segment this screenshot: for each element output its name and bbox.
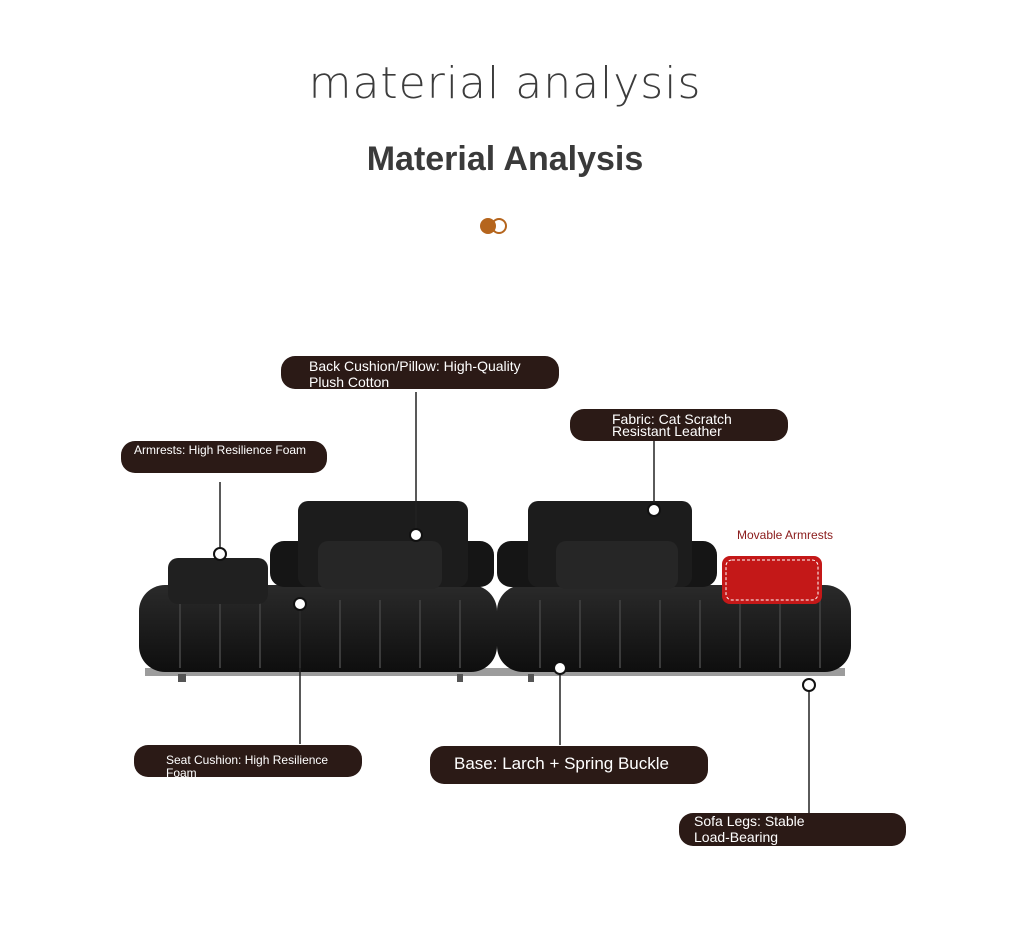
- seat-left: [139, 585, 497, 672]
- callout-armrests: Armrests: High Resilience Foam: [121, 441, 327, 473]
- marker-armrest: [213, 547, 227, 561]
- page-title: Material Analysis: [366, 140, 644, 178]
- marker-back-cushion: [409, 528, 423, 542]
- sofa-leg: [457, 674, 463, 682]
- callout-back-cushion-label: Back Cushion/Pillow: High-Quality Plush …: [309, 358, 521, 390]
- throw-pillow-right: [556, 541, 678, 589]
- callout-sofa-legs-label: Sofa Legs: Stable Load-Bearing: [694, 813, 805, 845]
- seat-right: [497, 585, 851, 672]
- callout-seat-cushion: Seat Cushion: High Resilience Foam: [134, 745, 362, 780]
- sofa-leg: [528, 674, 534, 682]
- callout-back-cushion: Back Cushion/Pillow: High-Quality Plush …: [281, 356, 559, 390]
- movable-armrests-note: Movable Armrests: [737, 528, 834, 542]
- callout-base: Base: Larch + Spring Buckle: [430, 746, 708, 784]
- callout-armrests-label: Armrests: High Resilience Foam: [134, 443, 307, 457]
- callout-fabric: Fabric: Cat Scratch Resistant Leather: [570, 409, 788, 441]
- page-heading: material analysis: [308, 58, 702, 109]
- callout-base-label: Base: Larch + Spring Buckle: [454, 754, 669, 773]
- callout-fabric-label: Fabric: Cat Scratch Resistant Leather: [612, 411, 732, 439]
- toggle-dots-icon: [480, 218, 507, 234]
- sofa-base: [145, 668, 845, 676]
- sofa-leg: [178, 674, 186, 682]
- marker-fabric: [647, 503, 661, 517]
- marker-seat: [293, 597, 307, 611]
- movable-armrest: [722, 556, 822, 604]
- callout-seat-cushion-label: Seat Cushion: High Resilience Foam: [166, 753, 329, 780]
- marker-legs: [802, 678, 816, 692]
- armrest-left: [168, 558, 268, 604]
- marker-base: [553, 661, 567, 675]
- throw-pillow-left: [318, 541, 442, 589]
- callout-sofa-legs: Sofa Legs: Stable Load-Bearing: [679, 813, 906, 846]
